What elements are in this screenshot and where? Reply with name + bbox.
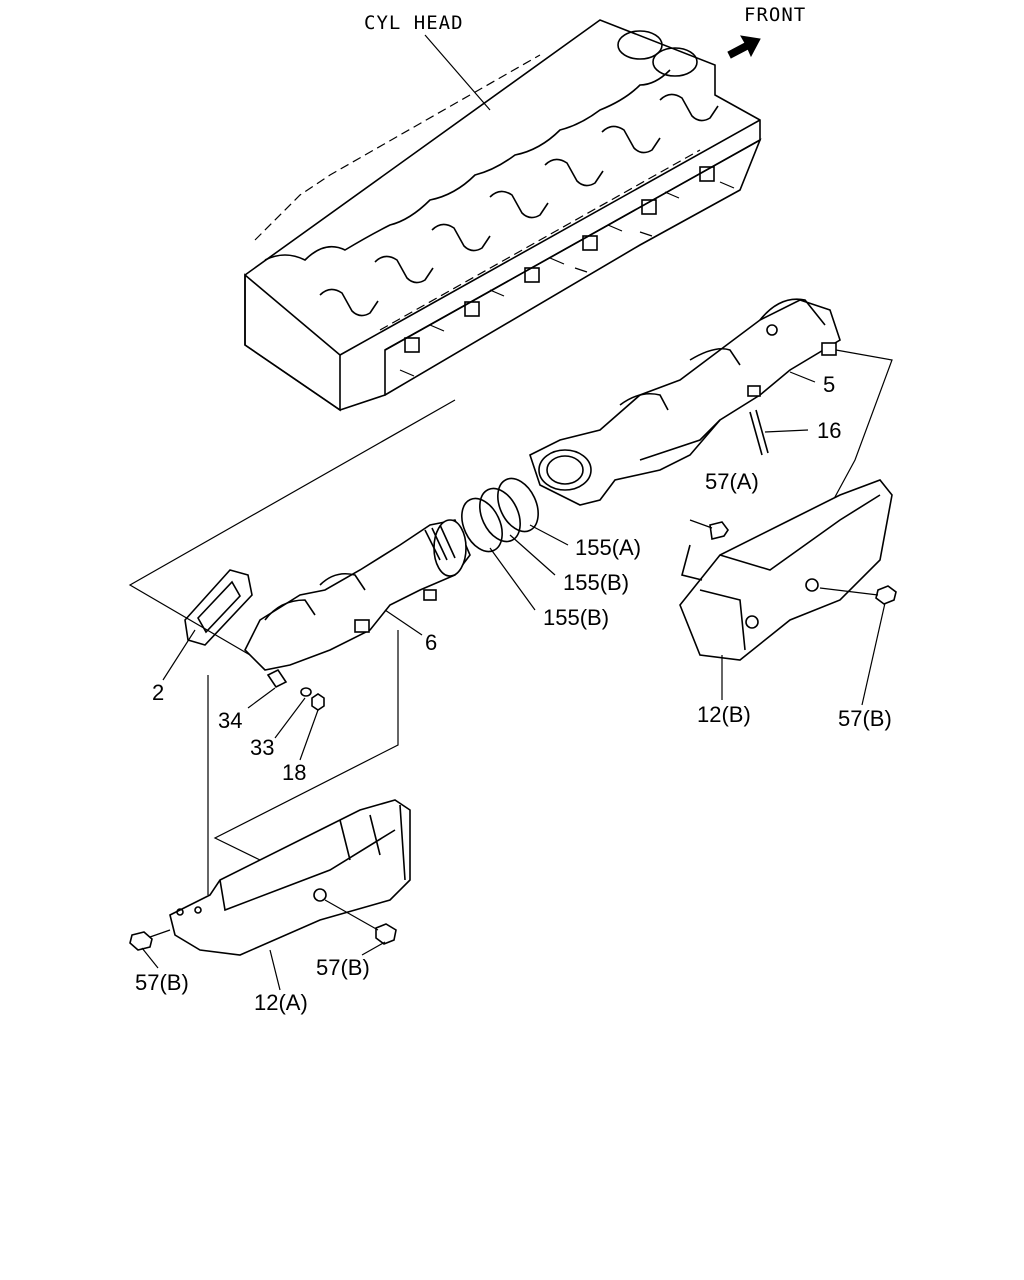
leader-57b-left: [141, 947, 159, 969]
leader-155b-1: [509, 534, 556, 576]
leader-12a-frame: [213, 630, 399, 861]
label-57b-right: 57(B): [838, 706, 892, 731]
cylinder-head: [244, 19, 762, 412]
leader-16: [764, 429, 809, 433]
label-155b-1: 155(B): [563, 570, 629, 595]
cyl-head-label: CYL HEAD: [364, 12, 464, 34]
stud-16: [749, 409, 769, 456]
label-57b-mid: 57(B): [316, 955, 370, 980]
cyl-head-leader: [424, 34, 491, 111]
leader-5: [789, 371, 816, 383]
label-33: 33: [250, 735, 274, 760]
leader-57b-right: [861, 602, 886, 706]
label-6: 6: [425, 630, 437, 655]
leader-57b-mid: [361, 941, 386, 956]
bolt-57b-right: [819, 585, 897, 605]
label-16: 16: [817, 418, 841, 443]
label-34: 34: [218, 708, 242, 733]
leader-18: [299, 709, 319, 761]
leader-2: [162, 629, 196, 681]
leader-34: [247, 687, 276, 709]
label-18: 18: [282, 760, 306, 785]
front-arrow-icon: [727, 35, 761, 59]
heat-shield-12a: [169, 799, 411, 956]
small-parts: [266, 668, 325, 711]
label-57a: 57(A): [705, 469, 759, 494]
leader-155a: [529, 524, 569, 546]
label-155a: 155(A): [575, 535, 641, 560]
label-2: 2: [152, 680, 164, 705]
label-5: 5: [823, 372, 835, 397]
manifold-rear: [529, 298, 841, 506]
front-label: FRONT: [744, 4, 806, 26]
leader-33: [274, 697, 306, 739]
leader-6: [384, 609, 423, 636]
head-to-gasket-leader: [128, 399, 456, 656]
label-12a: 12(A): [254, 990, 308, 1015]
gasket-2: [184, 569, 253, 646]
bolt-57b-left: [129, 929, 171, 951]
manifold-front: [244, 519, 471, 671]
label-12b: 12(B): [697, 702, 751, 727]
label-155b-2: 155(B): [543, 605, 609, 630]
seal-rings: [461, 477, 539, 553]
label-57b-left: 57(B): [135, 970, 189, 995]
bolt-57a: [689, 519, 729, 540]
leader-12a: [269, 949, 281, 991]
leader-155b-2: [489, 547, 536, 611]
heat-shield-12b: [679, 479, 893, 661]
bolt-57b-mid: [324, 899, 397, 945]
